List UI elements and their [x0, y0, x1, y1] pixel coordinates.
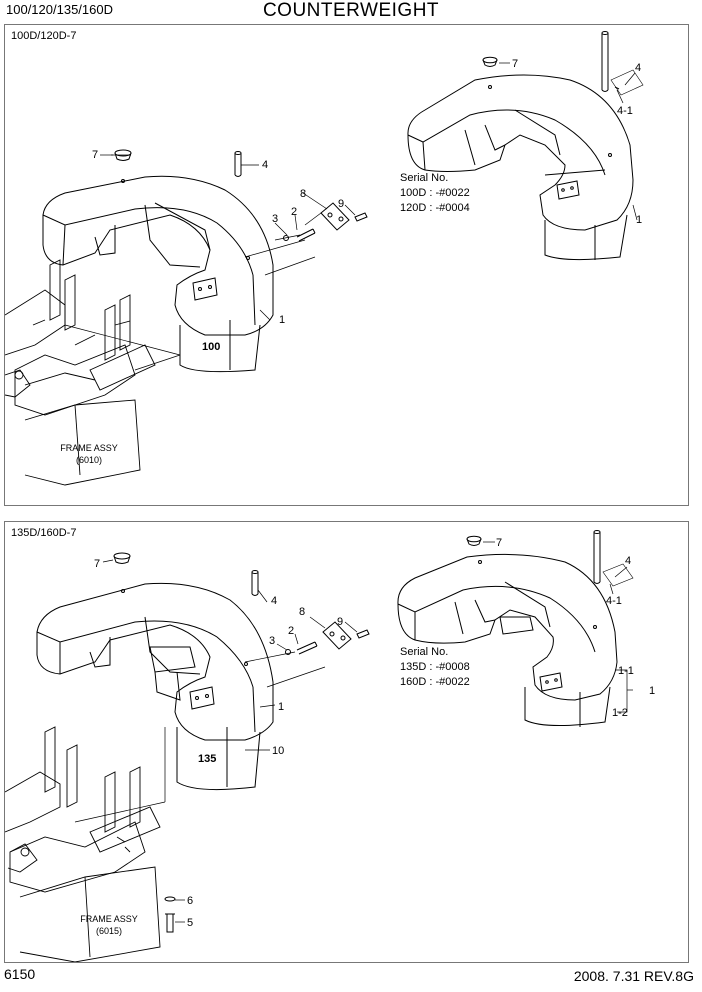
- serial-line: 160D : -#0022: [400, 676, 470, 688]
- serial-heading: Serial No.: [400, 646, 449, 658]
- callout-1: 1: [279, 314, 285, 326]
- callout-1-2: 1-2: [612, 707, 628, 719]
- frame-assy-name: FRAME ASSY: [80, 914, 138, 924]
- stamp-135: 135: [198, 753, 216, 765]
- frame-assy-ref: (6015): [95, 926, 122, 936]
- callout-5: 5: [187, 917, 193, 929]
- callout-leaders: [102, 559, 358, 923]
- callout-10: 10: [272, 745, 284, 757]
- serial-line: 100D : -#0022: [400, 187, 470, 199]
- callout-7: 7: [92, 149, 98, 161]
- callout-8: 8: [299, 606, 305, 618]
- panel-label: 135D/160D-7: [11, 527, 77, 539]
- cap-part-7-right: [466, 535, 482, 546]
- frame-assy-name: FRAME ASSY: [60, 443, 118, 453]
- bolt-washer-5-6: [164, 896, 176, 933]
- serial-line: 120D : -#0004: [400, 202, 470, 214]
- plate-and-bolts: [285, 621, 370, 655]
- plate-and-bolts: [274, 202, 368, 242]
- cap-part-7: [113, 552, 131, 564]
- callout-1: 1: [649, 685, 655, 697]
- stamp-100: 100: [202, 341, 220, 353]
- callout-9: 9: [338, 198, 344, 210]
- callout-7-right: 7: [512, 58, 518, 70]
- callout-4-1: 4-1: [617, 105, 633, 117]
- counterweight-diagram-top: 100: [5, 31, 644, 486]
- cap-part-7: [111, 149, 132, 161]
- callout-1-right: 1: [636, 214, 642, 226]
- callout-9: 9: [337, 616, 343, 628]
- frame-assy-drawing: [5, 726, 161, 962]
- pin-part-4: [234, 151, 259, 177]
- callout-8: 8: [300, 188, 306, 200]
- pin-part-4-right: [593, 530, 634, 587]
- callout-7-right: 7: [496, 537, 502, 549]
- callout-1-1: 1-1: [618, 665, 634, 677]
- frame-assy-ref: (6010): [75, 455, 102, 465]
- callout-4-1: 4-1: [606, 595, 622, 607]
- counterweight-diagram-bottom: 1 3 5: [5, 530, 655, 962]
- callout-leaders-right: [499, 62, 638, 221]
- page-number: 6150: [4, 966, 36, 982]
- cap-part-7-right: [482, 56, 498, 67]
- serial-info: Serial No. 135D : -#0008 160D : -#0022: [400, 645, 470, 690]
- callout-2: 2: [288, 625, 294, 637]
- callout-leaders: [100, 154, 356, 321]
- pin-part-4-right: [601, 31, 644, 96]
- callout-6: 6: [187, 895, 193, 907]
- panel-label: 100D/120D-7: [11, 30, 77, 42]
- serial-line: 135D : -#0008: [400, 661, 470, 673]
- diagram-panel-100d-120d: 100D/120D-7: [4, 24, 689, 506]
- callout-4-right: 4: [625, 555, 631, 567]
- serial-info: Serial No. 100D : -#0022 120D : -#0004: [400, 171, 470, 216]
- callout-3: 3: [272, 213, 278, 225]
- frame-assy-label: FRAME ASSY (6015): [71, 913, 147, 937]
- counterweight-main-drawing: [42, 175, 316, 373]
- frame-assy-label: FRAME ASSY (6010): [53, 442, 125, 466]
- callout-7: 7: [94, 558, 100, 570]
- callout-4: 4: [262, 159, 268, 171]
- callout-4: 4: [271, 595, 277, 607]
- frame-assy-drawing: [5, 259, 156, 486]
- pin-part-4: [251, 570, 259, 596]
- callout-3: 3: [269, 635, 275, 647]
- callout-4-right: 4: [635, 62, 641, 74]
- serial-heading: Serial No.: [400, 172, 449, 184]
- counterweight-main-drawing: [36, 582, 326, 823]
- diagram-panel-135d-160d: 135D/160D-7: [4, 521, 689, 963]
- callout-leaders-right: [483, 541, 633, 713]
- model-range: 100/120/135/160D: [6, 2, 113, 17]
- counterweight-right-drawing: [397, 553, 618, 727]
- counterweight-right-drawing: [407, 74, 634, 261]
- page-title: COUNTERWEIGHT: [262, 0, 440, 21]
- revision-date: 2008. 7.31 REV.8G: [573, 968, 694, 984]
- callout-2: 2: [291, 206, 297, 218]
- callout-1: 1: [278, 701, 284, 713]
